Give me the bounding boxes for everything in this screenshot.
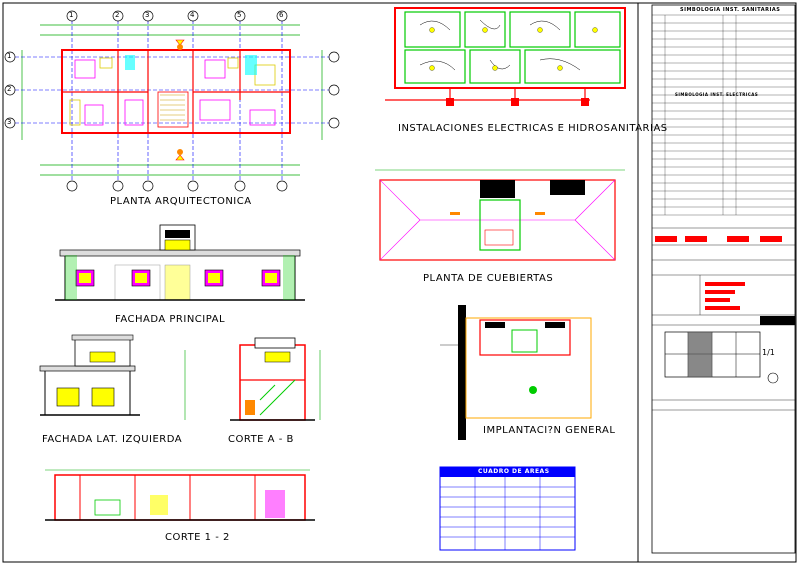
cuadro-areas-title: CUADRO DE AREAS (478, 468, 550, 475)
left-elevation (39, 334, 140, 416)
legend-title: SIMBOLOGIA INST. SANITARIAS (680, 7, 781, 13)
axis-row-1: 1 (7, 52, 12, 60)
axis-col-5: 5 (237, 11, 242, 19)
planta-cubiertas-title: PLANTA DE CUEBIERTAS (423, 273, 554, 284)
axis-col-2: 2 (115, 11, 120, 19)
installations-plan (385, 7, 626, 106)
axis-col-6: 6 (279, 11, 284, 19)
legend-subtitle: SIMBOLOGIA INST. ELECTRICAS (675, 92, 759, 97)
instalaciones-title: INSTALACIONES ELECTRICAS E HIDROSANITARI… (398, 123, 668, 134)
front-elevation (55, 224, 305, 301)
section-12 (45, 469, 315, 521)
corte-ab-title: CORTE A - B (228, 434, 294, 445)
area-table (439, 466, 576, 551)
implantacion-title: IMPLANTACI?N GENERAL (483, 425, 616, 436)
fachada-lateral-title: FACHADA LAT. IZQUIERDA (42, 434, 183, 445)
axis-row-2: 2 (7, 85, 12, 93)
roof-plan (375, 169, 625, 261)
axis-col-1: 1 (69, 11, 74, 19)
planta-arquitectonica-title: PLANTA ARQUITECTONICA (110, 196, 252, 207)
corte-12-title: CORTE 1 - 2 (165, 532, 230, 543)
svg-text:1/1: 1/1 (762, 348, 775, 357)
axis-row-3: 3 (7, 118, 12, 126)
floor-plan (4, 10, 340, 192)
section-ab (184, 337, 321, 421)
title-block: 1/1 (651, 4, 796, 554)
site-plan (440, 305, 592, 440)
fachada-principal-title: FACHADA PRINCIPAL (115, 314, 226, 325)
axis-col-3: 3 (145, 11, 150, 19)
axis-col-4: 4 (190, 11, 195, 19)
